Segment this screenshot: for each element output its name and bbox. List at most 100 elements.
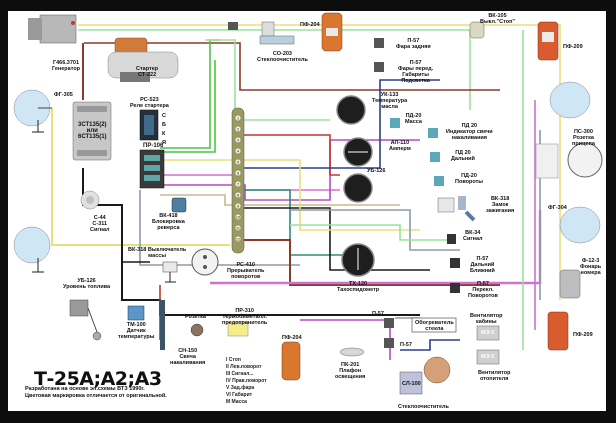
thermo-fuse-name2: предохранитель <box>222 320 268 326</box>
terminal-hole <box>234 169 242 177</box>
battery-code2: 6СТ135(1) <box>78 134 107 140</box>
terminal-number: 7 <box>237 183 239 187</box>
generator-icon <box>28 14 77 44</box>
thermo-fuse-name: Термобиметалл. <box>222 314 268 320</box>
starter-relay-name: Реле стартера <box>130 103 169 109</box>
switch-front-lights-code: П-57 <box>409 60 422 66</box>
starter-relay-icon <box>139 109 159 141</box>
lamp-high-icon <box>430 152 440 162</box>
terminal-hole <box>234 158 242 166</box>
lamp-turns-code: ПД-20 <box>461 173 477 179</box>
wire-grey-2 <box>290 209 460 251</box>
ignition-code: ВК-318 <box>490 196 510 202</box>
terminal-hole <box>234 125 242 133</box>
wire-red-1 <box>235 134 340 176</box>
starter-name: СТ-222 <box>137 72 157 78</box>
cab-fan-icon <box>476 325 500 341</box>
cab-lamp-name: Плафон <box>339 368 362 374</box>
label-rear-lamp-bottom-left: ПФ-204 <box>282 335 302 341</box>
rear-lamp-top-left-code: ПФ-204 <box>300 22 320 28</box>
switch-turns-name2: Поворотов <box>468 293 498 299</box>
legend-item: II Лев.поворот <box>226 364 262 370</box>
temp-sensor-code: ТМ-100 <box>126 322 146 328</box>
wire-yellow-left <box>51 108 230 246</box>
label-heater-fan-motor: МЭ-5 <box>481 354 494 360</box>
lamp-turns-icon <box>434 176 444 186</box>
label-switch-fan: П-57 <box>400 342 412 348</box>
label-rear-lamp-bottom-right: ПФ-209 <box>573 332 593 338</box>
wire-brown-2 <box>240 239 500 286</box>
battery-icon <box>72 101 112 161</box>
terminal-number: 4 <box>237 150 239 154</box>
headlight-left-bottom-icon <box>13 226 51 273</box>
horn-button-code: ВК-34 <box>465 230 481 236</box>
diagram-notes: Разработана на основе эл.схемы ВТЗ 1990г… <box>25 386 167 400</box>
plate-lamp-name: Фонарь <box>580 264 602 270</box>
switch-front-lights-icon <box>374 62 384 72</box>
battery-code: 3СТ135(2) <box>78 122 107 128</box>
headlight-right-icon <box>559 206 601 244</box>
tachometer-icon <box>341 243 375 277</box>
fuel-level-name: Уровень топлива <box>63 284 111 290</box>
terminal-hole <box>234 213 242 221</box>
mass-switch-code: ВК-318 <box>128 247 147 253</box>
switch-high-low-name2: Ближний <box>470 268 495 274</box>
plate-lamp-code: Ф-12-3 <box>581 258 600 264</box>
turn-breaker-name: Прерыватель <box>227 268 265 274</box>
reverse-lock-code: ВК-418 <box>159 213 178 219</box>
generator-code: Г466.3701 <box>52 60 80 66</box>
label-fuse-block: ПР-106 <box>143 143 163 149</box>
temp-sensor-name2: температуры <box>118 334 155 340</box>
headlight-right-top-icon <box>549 81 591 119</box>
trailer-socket-icon <box>535 142 603 179</box>
rear-lamp-pf204-bottom-icon <box>281 341 301 381</box>
terminal-hole <box>234 136 242 144</box>
oil-temp-gauge-icon <box>336 95 366 125</box>
terminal-number: 1 <box>237 117 239 121</box>
starter-code: Стартер <box>136 66 159 72</box>
legend-item: III Сигнал... <box>226 371 254 377</box>
reverse-lock-name: Блокировка <box>152 219 185 225</box>
terminal-number: 11 <box>236 227 240 231</box>
label-cab-fan-motor: МЭ-5 <box>481 330 494 336</box>
legend-item: VI Габарит <box>226 392 253 398</box>
note-line: Разработана на основе эл.схемы ВТЗ 1990г… <box>25 386 145 392</box>
label-wiper-bottom-code: СЛ-100 <box>402 381 421 387</box>
diagram-sheet <box>8 11 606 411</box>
trailer-socket-name2: прицепа <box>572 141 595 147</box>
starter-icon <box>107 37 179 82</box>
wire-generator-yellow <box>78 24 561 300</box>
wire-legend: I Стоп II Лев.поворот III Сигнал... IV П… <box>226 357 267 406</box>
label-headlight-right: ФГ-304 <box>548 205 567 211</box>
horn-name: Сигнал <box>90 227 110 233</box>
cab-fan-motor: МЭ-5 <box>481 330 495 336</box>
lamp-glow-icon <box>428 128 438 138</box>
glass-heater-name: стекла <box>425 326 444 332</box>
ammeter-code: АП-110 <box>390 140 410 146</box>
heater-fan-code: Вентилятор <box>478 370 511 376</box>
glow-plug-name2: накаливания <box>170 360 206 366</box>
wire-grey-1 <box>139 190 300 266</box>
horn-code2: С-311 <box>92 221 108 227</box>
horn-button-name: Сигнал <box>463 236 483 242</box>
cab-lamp-icon <box>339 347 365 357</box>
headlight-right-code: ФГ-304 <box>548 205 567 211</box>
wire-green-2 <box>160 60 216 153</box>
fuse-block-icon <box>139 149 165 189</box>
tachometer-code: ТХ-120 <box>349 281 368 287</box>
generator-name: Генератор <box>52 66 81 72</box>
wiper-bottom-code: СЛ-100 <box>402 381 421 387</box>
turn-breaker-name2: поворотов <box>231 274 261 280</box>
switch-rear-light-name: Фара задняя <box>396 44 431 50</box>
